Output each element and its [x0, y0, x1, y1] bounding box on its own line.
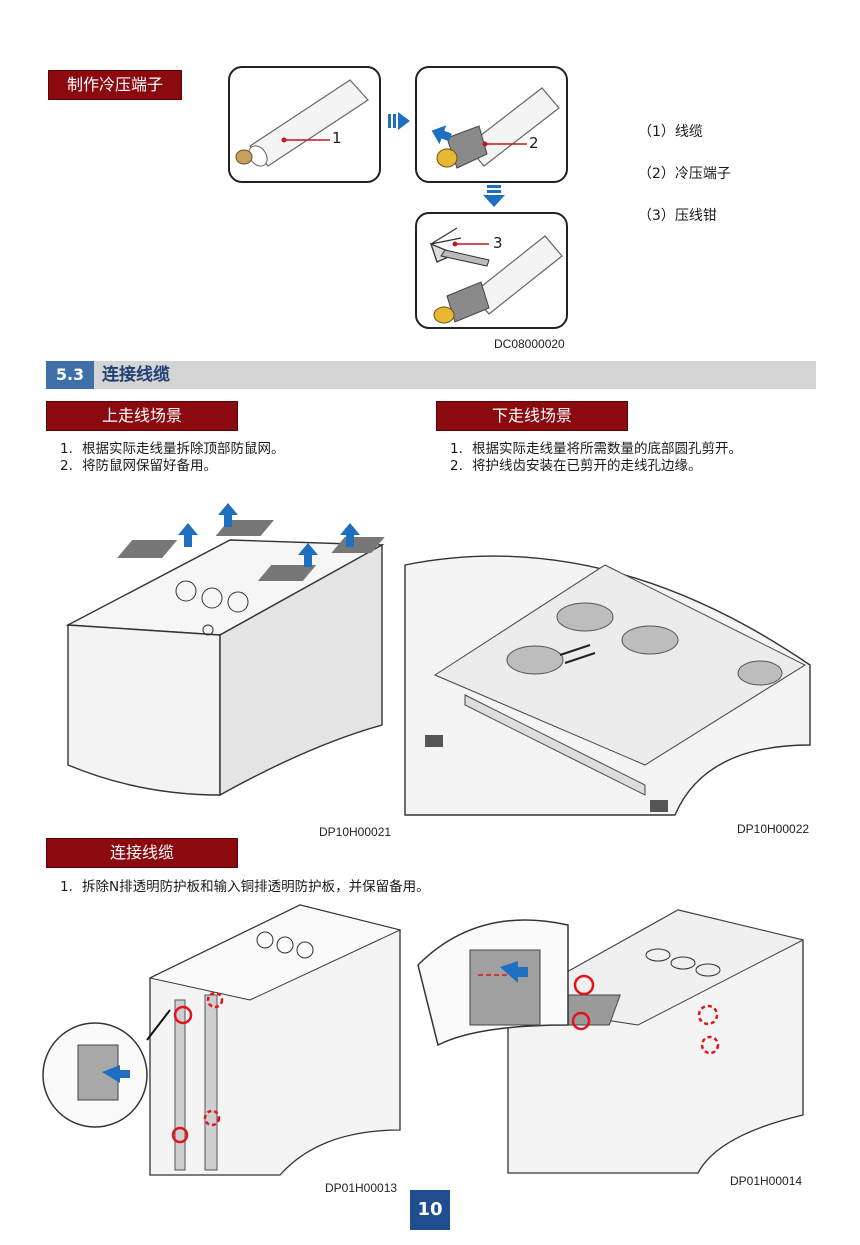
cable-figure: 1 [228, 66, 381, 183]
page-number: 10 [410, 1190, 450, 1230]
section-number: 5.3 [46, 361, 94, 389]
cabinet-top-illustration [65, 503, 385, 797]
list-item: 2.将护线齿安装在已剪开的走线孔边缘。 [450, 458, 702, 474]
bottom-routing-steps: 1.根据实际走线量将所需数量的底部圆孔剪开。 2.将护线齿安装在已剪开的走线孔边… [450, 441, 760, 475]
crimp-section-tag: 制作冷压端子 [49, 71, 181, 99]
terminal-figure: 2 [415, 66, 568, 183]
legend-item-cable: （1）线缆 [638, 124, 703, 140]
cabinet-left-open-illustration [42, 904, 402, 1176]
list-item: 1.根据实际走线量拆除顶部防鼠网。 [60, 441, 285, 457]
top-routing-tag: 上走线场景 [47, 402, 237, 430]
left-figure-code: DP01H00013 [325, 1181, 398, 1195]
connect-cables-steps: 1.拆除N排透明防护板和输入铜排透明防护板，并保留备用。 [60, 879, 660, 896]
connect-cables-tag: 连接线缆 [47, 839, 237, 867]
connect-cables-tag-label: 连接线缆 [109, 843, 174, 862]
legend-item-crimp-tool: （3）压线钳 [638, 208, 717, 224]
section-header: 5.3 连接线缆 [46, 361, 816, 389]
mesh-panel [257, 565, 317, 581]
terminal-drawing [431, 87, 560, 169]
top-routing-steps: 1.根据实际走线量拆除顶部防鼠网。 2.将防鼠网保留好备用。 [60, 441, 400, 475]
list-item: 1.拆除N排透明防护板和输入铜排透明防护板，并保留备用。 [60, 879, 430, 895]
down-arrow-icon [483, 185, 505, 207]
bottom-routing-tag: 下走线场景 [437, 402, 627, 430]
crimp-section-tag-label: 制作冷压端子 [66, 75, 163, 94]
callout-1: 1 [332, 129, 342, 147]
mesh-panel [331, 537, 385, 553]
callout-3: 3 [493, 234, 503, 252]
right-figure-code: DP01H00014 [730, 1174, 803, 1188]
section-title: 连接线缆 [102, 365, 170, 385]
crimp-figure-code: DC08000020 [494, 337, 565, 351]
mesh-panel [117, 540, 178, 558]
up-arrow-icon [178, 503, 360, 567]
legend-item-terminal: （2）冷压端子 [638, 166, 731, 182]
list-item: 1.根据实际走线量将所需数量的底部圆孔剪开。 [450, 441, 742, 457]
cabinet-bottom-illustration [404, 555, 811, 816]
bottom-routing-tag-label: 下走线场景 [491, 406, 572, 425]
cabinet-right-open-illustration [417, 909, 805, 1174]
callout-2: 2 [529, 134, 539, 152]
crimp-tool-figure: 3 [415, 212, 568, 329]
right-arrow-icon [388, 112, 410, 130]
bottom-routing-figure-code: DP10H00022 [737, 822, 810, 836]
list-item: 2.将防鼠网保留好备用。 [60, 458, 217, 474]
top-routing-figure-code: DP10H00021 [319, 825, 392, 839]
crimp-tool-icon [429, 227, 563, 324]
cable-drawing [235, 79, 369, 167]
top-routing-tag-label: 上走线场景 [101, 406, 182, 425]
